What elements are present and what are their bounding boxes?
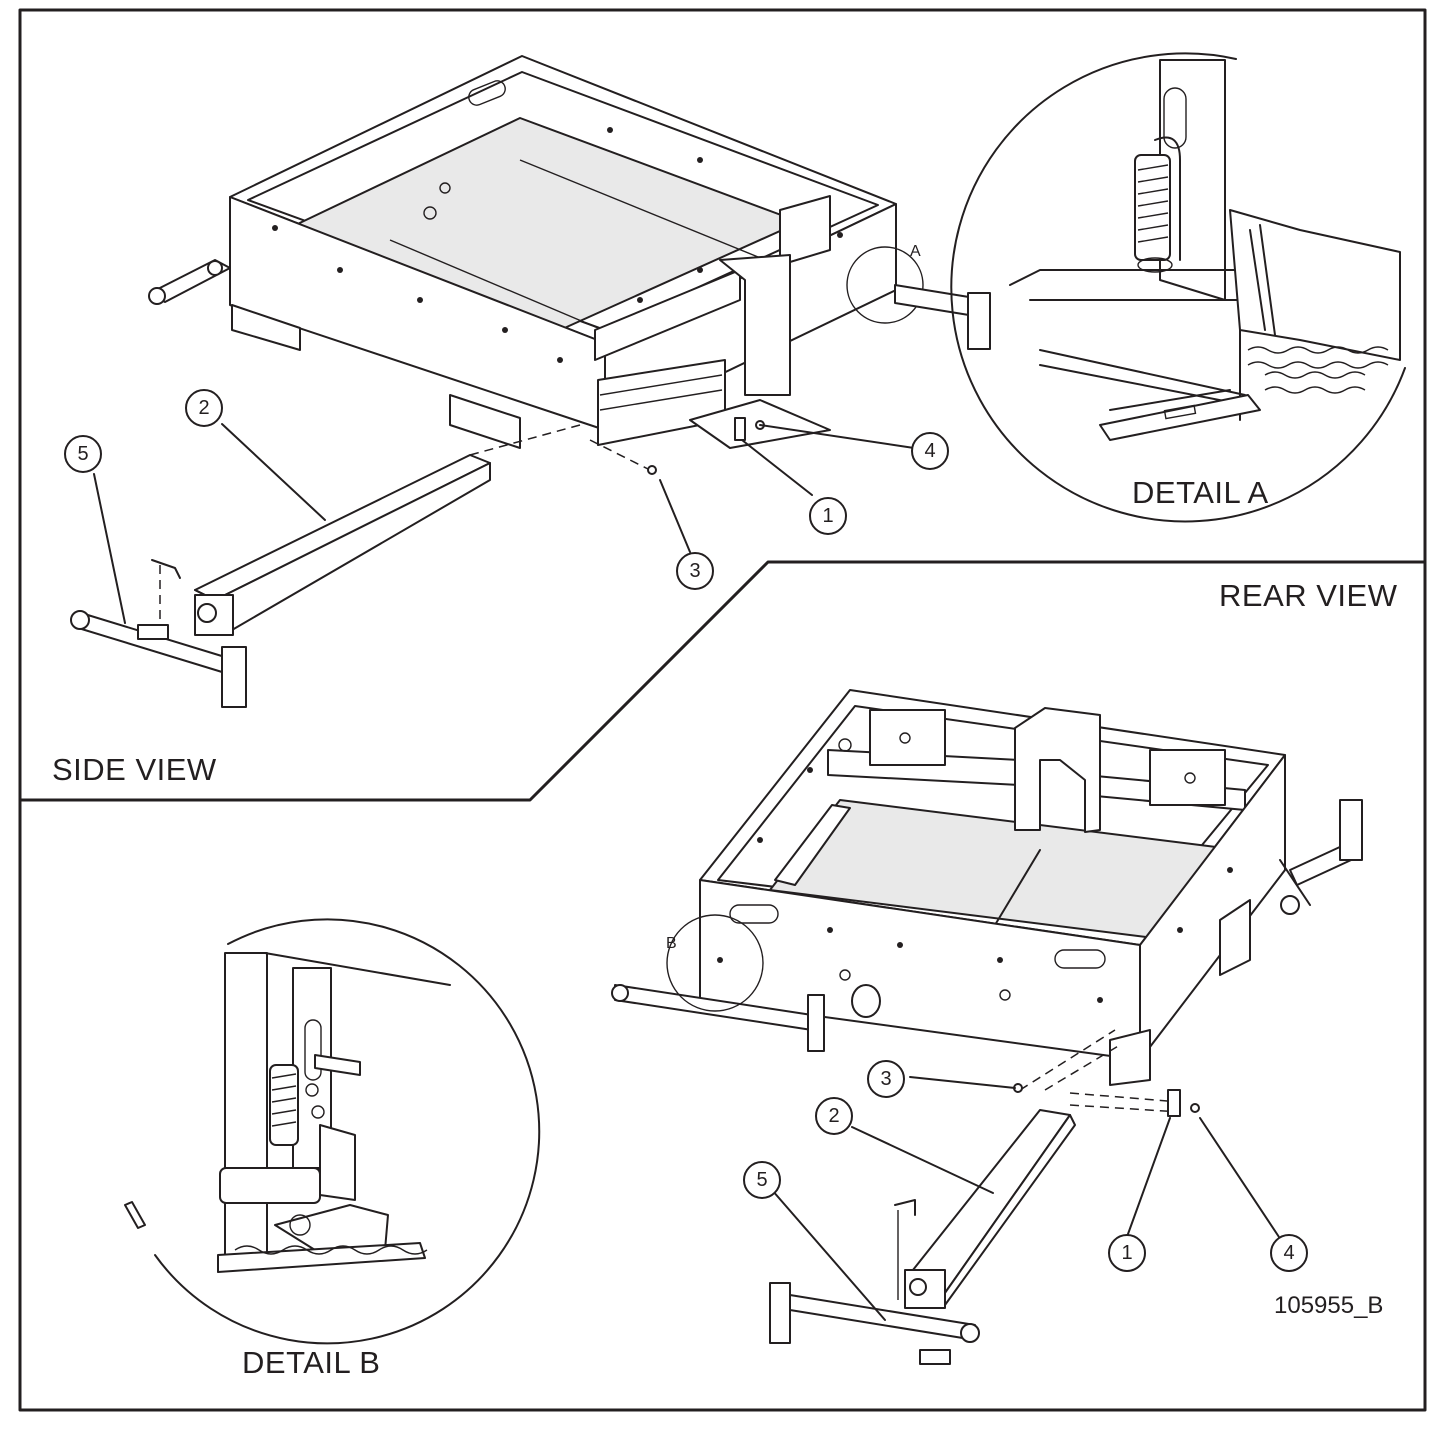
rear-view-label: REAR VIEW	[1219, 578, 1398, 613]
callout-5-rear: 5	[743, 1161, 781, 1199]
side-view-label: SIDE VIEW	[52, 752, 217, 787]
figure-frame	[18, 8, 1427, 1412]
callout-3-side: 3	[676, 552, 714, 590]
rear-view-leaders	[771, 1076, 1280, 1321]
detail-a-magnified-view	[950, 52, 1406, 523]
detail-a-marker: A	[910, 243, 922, 260]
callout-5-side: 5	[64, 435, 102, 473]
side-view-frame-box	[148, 55, 991, 471]
rear-view-frame-box	[611, 689, 1363, 1113]
callout-1-side: 1	[809, 497, 847, 535]
callout-4-side: 4	[911, 432, 949, 470]
detail-b-magnified-view	[124, 918, 541, 1345]
callout-2-side: 2	[185, 389, 223, 427]
rear-view-exploded-parts	[769, 1083, 1200, 1365]
callout-4-rear: 4	[1270, 1234, 1308, 1272]
side-view-leaders	[93, 423, 915, 624]
callout-3-rear: 3	[867, 1060, 905, 1098]
detail-a-label: DETAIL A	[1132, 475, 1269, 510]
callout-1-rear: 1	[1108, 1234, 1146, 1272]
side-view-exploded-parts	[70, 417, 765, 708]
document-number: 105955_B	[1274, 1292, 1384, 1319]
detail-b-marker: B	[666, 935, 678, 952]
detail-b-label: DETAIL B	[242, 1345, 381, 1380]
callout-2-rear: 2	[815, 1097, 853, 1135]
